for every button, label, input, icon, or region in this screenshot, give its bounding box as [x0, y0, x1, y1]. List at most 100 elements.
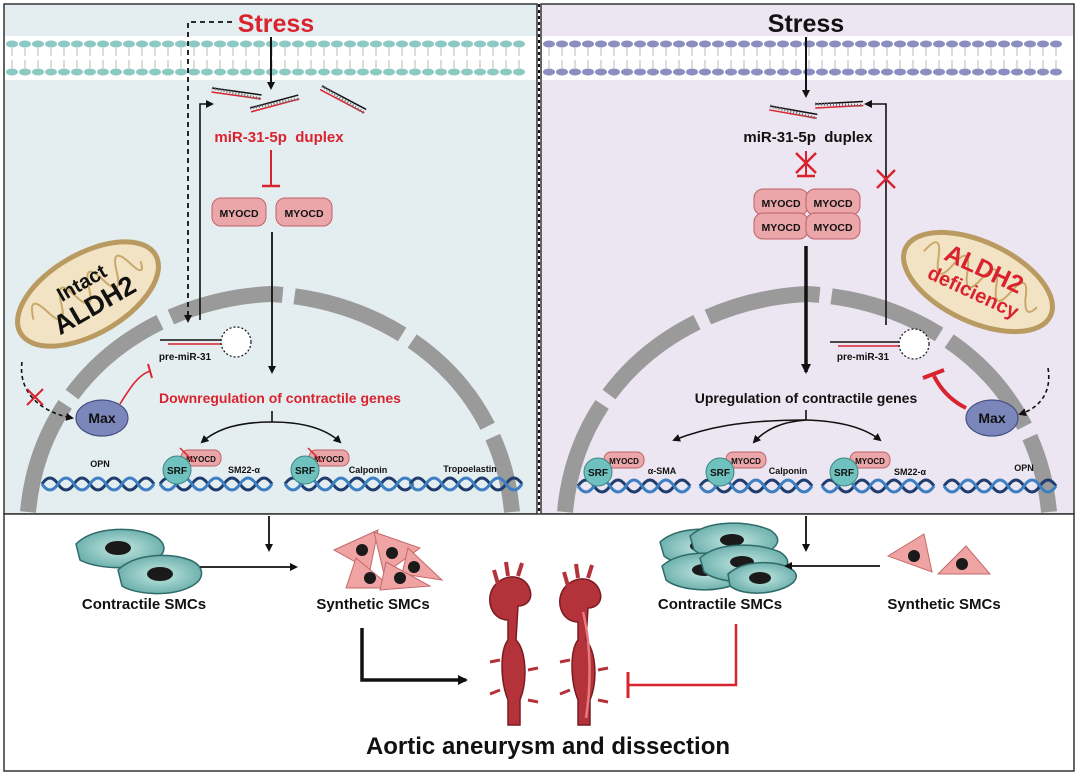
lipid-head — [868, 40, 880, 48]
lipid-head — [738, 40, 750, 48]
lipid-head — [608, 68, 620, 76]
lipid-head — [214, 68, 226, 76]
right-blocked-inhibition — [795, 151, 817, 178]
lipid-head — [409, 40, 421, 48]
lipid-head — [829, 40, 841, 48]
lipid-head — [305, 40, 317, 48]
lipid-head — [500, 68, 512, 76]
right-gene-branch-arrows — [672, 410, 882, 444]
left-max-label: Max — [88, 410, 115, 426]
lipid-head — [253, 68, 265, 76]
lipid-head — [777, 68, 789, 76]
right-max-protein: Max — [965, 399, 1019, 437]
lipid-head — [894, 40, 906, 48]
lipid-head — [725, 40, 737, 48]
lipid-head — [357, 68, 369, 76]
lipid-head — [881, 68, 893, 76]
right-gene-asma: α-SMA — [648, 466, 677, 476]
lipid-head — [998, 68, 1010, 76]
left-regulation-label: Downregulation of contractile genes — [159, 390, 401, 406]
left-srf-complex-1: MYOCD SRF — [162, 447, 222, 485]
left-srf1-myocd: MYOCD — [186, 455, 216, 464]
lipid-head — [97, 68, 109, 76]
left-block-cross — [26, 388, 44, 406]
lipid-head — [842, 40, 854, 48]
lipid-head — [881, 40, 893, 48]
right-myocd-cluster: MYOCD MYOCD MYOCD MYOCD — [753, 188, 861, 240]
left-premir-up-arrow — [199, 100, 214, 320]
lipid-head — [764, 40, 776, 48]
right-block-cross-upper — [876, 169, 896, 189]
lipid-head — [357, 40, 369, 48]
lipid-head — [972, 68, 984, 76]
right-srf1-label: SRF — [588, 468, 608, 479]
lipid-head — [842, 68, 854, 76]
lipid-head — [136, 40, 148, 48]
lipid-head — [305, 68, 317, 76]
left-premir-label: pre-miR-31 — [159, 352, 212, 363]
right-synthetic-smcs-icon — [886, 533, 992, 575]
lipid-head — [660, 40, 672, 48]
lipid-head — [686, 68, 698, 76]
left-max-inhibition — [119, 370, 151, 405]
lipid-head — [946, 40, 958, 48]
lipid-head — [647, 40, 659, 48]
lipid-head — [383, 40, 395, 48]
right-gene-sm22: SM22-α — [894, 467, 927, 477]
lipid-head — [1037, 68, 1049, 76]
lipid-head — [474, 68, 486, 76]
lipid-head — [894, 68, 906, 76]
lipid-head — [1050, 68, 1062, 76]
lipid-head — [1037, 40, 1049, 48]
lipid-head — [790, 68, 802, 76]
right-max-label: Max — [978, 410, 1005, 426]
lipid-head — [32, 40, 44, 48]
lipid-head — [972, 40, 984, 48]
right-myocd-label-3: MYOCD — [761, 222, 801, 234]
lipid-head — [543, 68, 555, 76]
lipid-head — [946, 68, 958, 76]
lipid-head — [920, 40, 932, 48]
lipid-head — [712, 40, 724, 48]
lipid-head — [621, 40, 633, 48]
left-max-inhibition-bar — [147, 363, 153, 379]
left-nuclear-envelope — [20, 285, 520, 513]
lipid-head — [110, 68, 122, 76]
lipid-head — [595, 40, 607, 48]
lipid-head — [907, 40, 919, 48]
lipid-head — [1011, 40, 1023, 48]
right-srf-complex-2: MYOCD SRF — [705, 451, 767, 487]
lipid-head — [673, 40, 685, 48]
lipid-head — [422, 68, 434, 76]
left-contractile-smcs-icon — [75, 528, 203, 595]
lipid-head — [84, 40, 96, 48]
lipid-head — [422, 40, 434, 48]
right-contractile-smcs-icon — [659, 522, 797, 594]
lipid-head — [933, 40, 945, 48]
left-gene-branch-arrows — [200, 411, 342, 444]
right-max-inhibition-bar — [922, 368, 945, 380]
lipid-head — [582, 40, 594, 48]
lipid-head — [959, 68, 971, 76]
right-gene-opn: OPN — [1014, 463, 1034, 473]
lipid-head — [803, 40, 815, 48]
right-premir-label: pre-miR-31 — [837, 352, 890, 363]
left-max-protein: Max — [75, 399, 129, 437]
left-stress-label: Stress — [238, 10, 314, 38]
left-gene-calponin: Calponin — [349, 465, 388, 475]
right-premir-hairpin: pre-miR-31 — [830, 328, 930, 363]
right-srf-complex-3: MYOCD SRF — [829, 451, 891, 487]
left-srf2-myocd: MYOCD — [314, 455, 344, 464]
lipid-head — [370, 68, 382, 76]
lipid-head — [959, 40, 971, 48]
lipid-head — [279, 40, 291, 48]
left-synthetic-smcs-icon — [332, 529, 444, 591]
lipid-head — [738, 68, 750, 76]
lipid-head — [816, 40, 828, 48]
lipid-head — [19, 40, 31, 48]
lipid-head — [409, 68, 421, 76]
lipid-head — [855, 40, 867, 48]
lipid-head — [149, 68, 161, 76]
lipid-head — [331, 40, 343, 48]
lipid-head — [725, 68, 737, 76]
